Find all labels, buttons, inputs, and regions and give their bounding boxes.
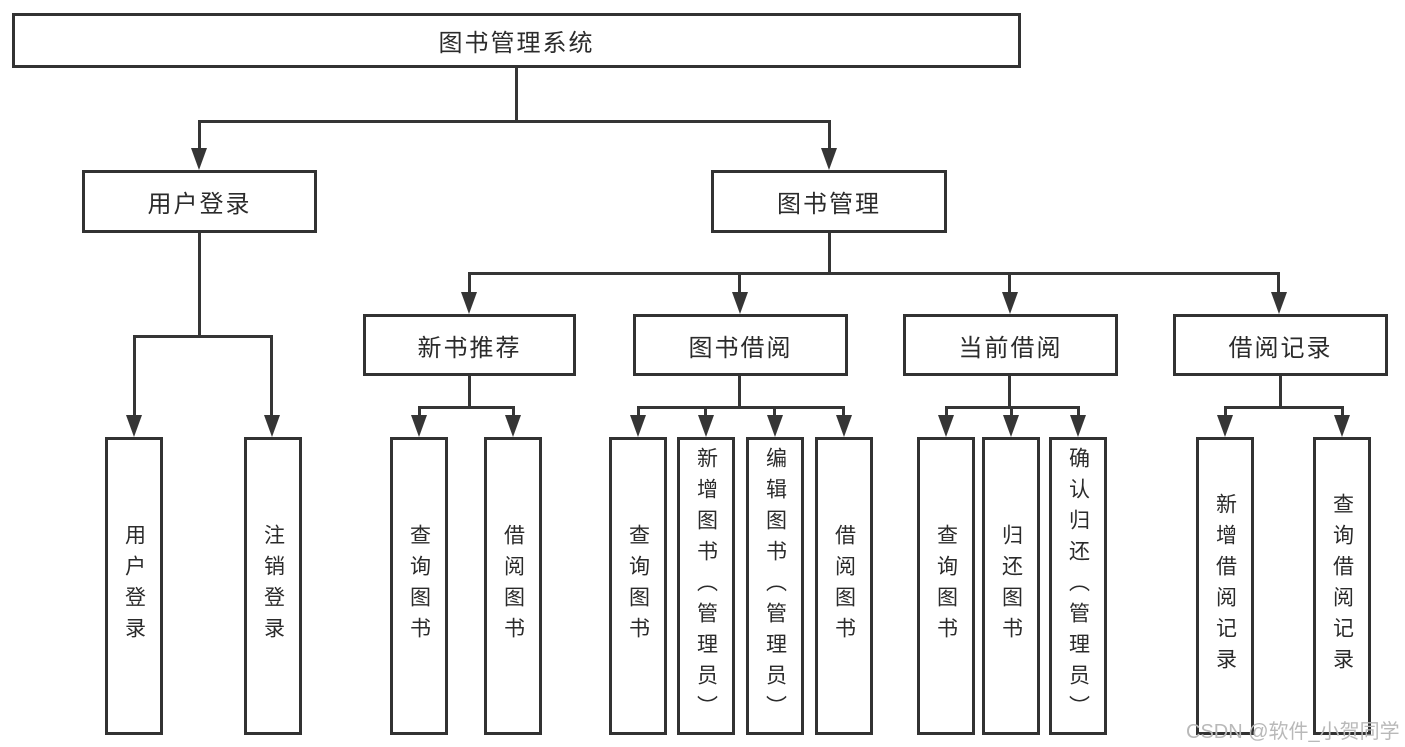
connector-line xyxy=(704,406,707,417)
connector-line xyxy=(1224,406,1344,409)
leaf-br-query-record: 查询借阅记录 xyxy=(1313,437,1371,735)
connector-line xyxy=(512,406,515,417)
arrow-down-icon xyxy=(505,415,521,437)
connector-line xyxy=(198,120,831,123)
connector-line xyxy=(828,233,831,272)
node-borrowing-records: 借阅记录 xyxy=(1173,314,1388,376)
connector-line xyxy=(133,335,273,338)
arrow-down-icon xyxy=(767,415,783,437)
arrow-down-icon xyxy=(1070,415,1086,437)
leaf-label: 借阅图书 xyxy=(832,524,856,648)
connector-line xyxy=(1008,272,1011,294)
leaf-label: 新增借阅记录 xyxy=(1213,493,1237,679)
arrow-down-icon xyxy=(191,148,207,170)
leaf-cb-query-books: 查询图书 xyxy=(917,437,975,735)
connector-line xyxy=(945,406,948,417)
arrow-down-icon xyxy=(732,292,748,314)
connector-line xyxy=(1224,406,1227,417)
connector-line xyxy=(1077,406,1080,417)
leaf-br-add-record: 新增借阅记录 xyxy=(1196,437,1254,735)
leaf-label: 查询借阅记录 xyxy=(1330,493,1354,679)
connector-line xyxy=(1010,406,1013,417)
arrow-down-icon xyxy=(461,292,477,314)
arrow-down-icon xyxy=(411,415,427,437)
connector-line xyxy=(418,406,421,417)
arrow-down-icon xyxy=(264,415,280,437)
arrow-down-icon xyxy=(126,415,142,437)
leaf-bb-query-books: 查询图书 xyxy=(609,437,667,735)
node-library-management-system: 图书管理系统 xyxy=(12,13,1021,68)
leaf-user-login: 用户登录 xyxy=(105,437,163,735)
connector-line xyxy=(637,406,640,417)
connector-line xyxy=(1341,406,1344,417)
connector-line xyxy=(133,335,136,417)
leaf-label: 查询图书 xyxy=(626,524,650,648)
node-current-borrowing: 当前借阅 xyxy=(903,314,1118,376)
leaf-cb-return-books: 归还图书 xyxy=(982,437,1040,735)
csdn-watermark: CSDN @软件_小贺同学 xyxy=(1186,721,1400,743)
node-user-login: 用户登录 xyxy=(82,170,317,233)
leaf-label: 确认归还（管理员） xyxy=(1066,446,1090,726)
connector-line xyxy=(468,272,471,294)
leaf-label: 编辑图书（管理员） xyxy=(763,446,787,726)
leaf-cb-confirm-return-admin: 确认归还（管理员） xyxy=(1049,437,1107,735)
leaf-label: 查询图书 xyxy=(407,524,431,648)
connector-line xyxy=(468,272,1280,275)
connector-line xyxy=(468,376,471,406)
arrow-down-icon xyxy=(821,148,837,170)
connector-line xyxy=(1008,376,1011,406)
connector-line xyxy=(198,233,201,335)
leaf-label: 注销登录 xyxy=(261,524,285,648)
leaf-nr-query-books: 查询图书 xyxy=(390,437,448,735)
connector-line xyxy=(842,406,845,417)
leaf-label: 用户登录 xyxy=(122,524,146,648)
arrow-down-icon xyxy=(1003,415,1019,437)
leaf-bb-edit-books-admin: 编辑图书（管理员） xyxy=(746,437,804,735)
connector-line xyxy=(773,406,776,417)
connector-line xyxy=(198,120,201,150)
leaf-label: 新增图书（管理员） xyxy=(694,446,718,726)
node-book-management: 图书管理 xyxy=(711,170,947,233)
connector-line xyxy=(738,376,741,406)
connector-line xyxy=(738,272,741,294)
arrow-down-icon xyxy=(1271,292,1287,314)
connector-line xyxy=(637,406,845,409)
node-book-borrowing: 图书借阅 xyxy=(633,314,848,376)
leaf-label: 借阅图书 xyxy=(501,524,525,648)
leaf-label: 查询图书 xyxy=(934,524,958,648)
connector-line xyxy=(270,335,273,417)
connector-line xyxy=(515,68,518,120)
arrow-down-icon xyxy=(1217,415,1233,437)
leaf-logout: 注销登录 xyxy=(244,437,302,735)
connector-line xyxy=(828,120,831,150)
arrow-down-icon xyxy=(698,415,714,437)
arrow-down-icon xyxy=(938,415,954,437)
node-new-book-recommendation: 新书推荐 xyxy=(363,314,576,376)
arrow-down-icon xyxy=(630,415,646,437)
connector-line xyxy=(1279,376,1282,406)
connector-line xyxy=(418,406,515,409)
connector-line xyxy=(1277,272,1280,294)
leaf-nr-borrow-books: 借阅图书 xyxy=(484,437,542,735)
arrow-down-icon xyxy=(1002,292,1018,314)
leaf-label: 归还图书 xyxy=(999,524,1023,648)
leaf-bb-borrow-books: 借阅图书 xyxy=(815,437,873,735)
arrow-down-icon xyxy=(836,415,852,437)
arrow-down-icon xyxy=(1334,415,1350,437)
leaf-bb-add-books-admin: 新增图书（管理员） xyxy=(677,437,735,735)
